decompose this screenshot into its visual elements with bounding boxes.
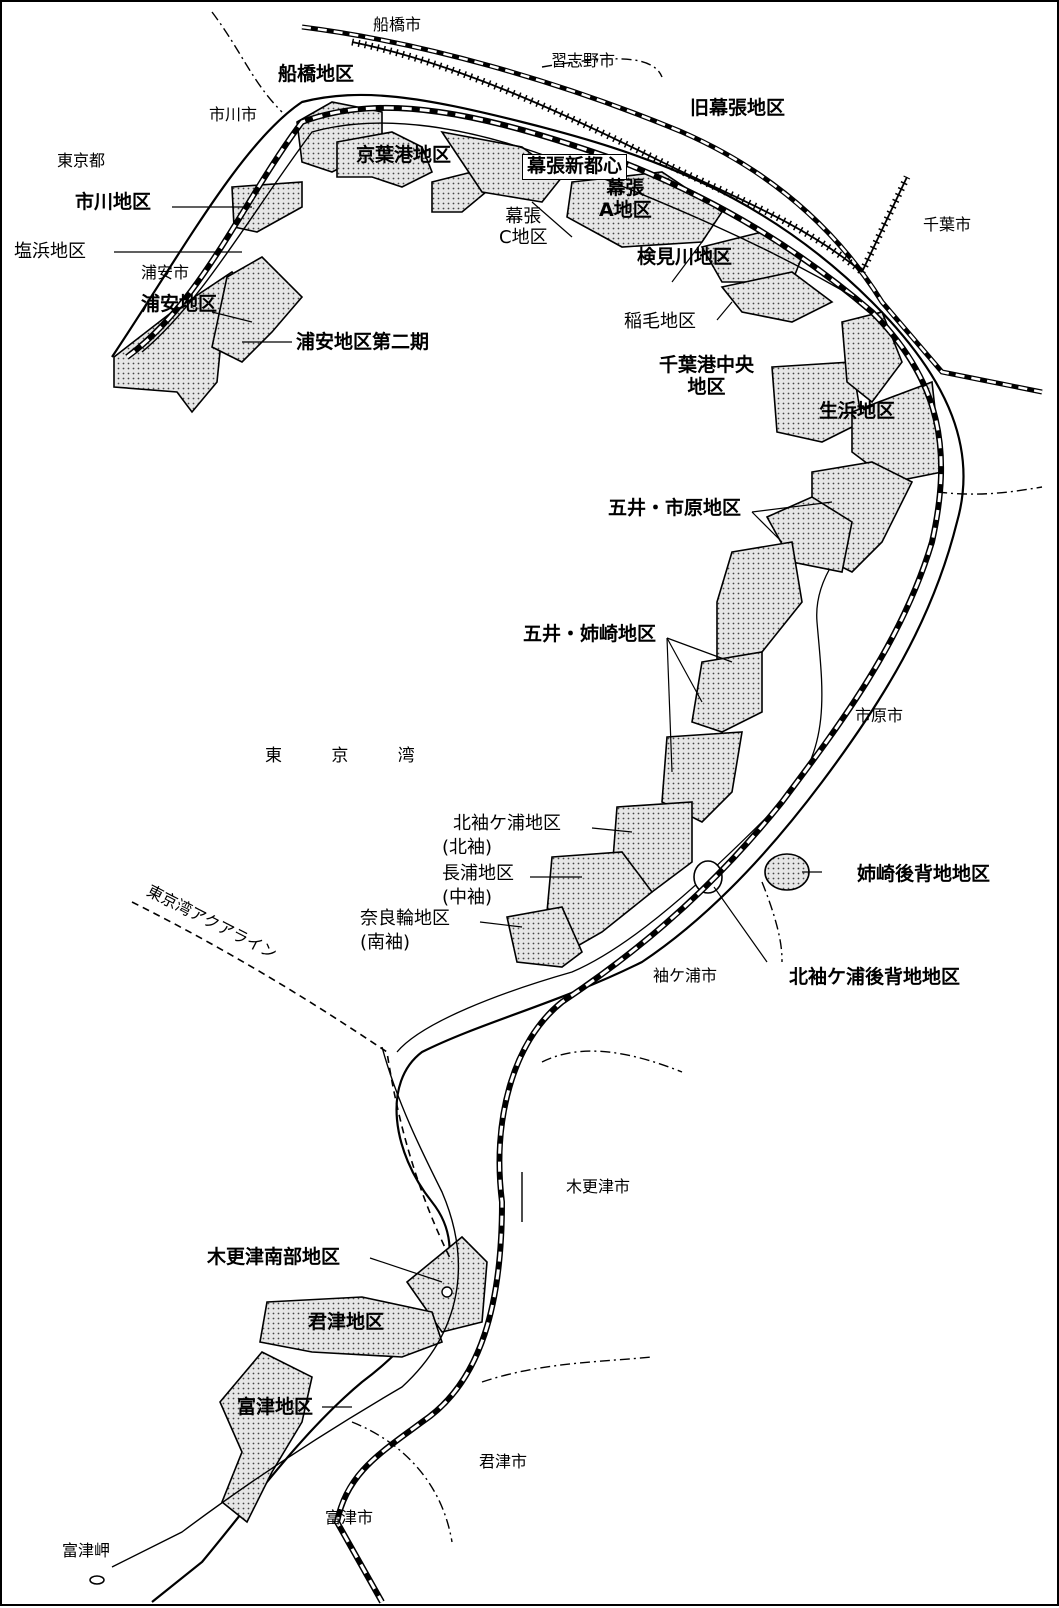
label-makuhari-c-line2: C地区 [499, 226, 548, 248]
area-kitasodegaura-haichi [693, 860, 723, 894]
city-kisarazu: 木更津市 [566, 1177, 631, 1196]
area-makuhari-c [440, 130, 564, 203]
area-ichikawa [231, 181, 303, 233]
city-futtsu: 富津市 [325, 1508, 374, 1527]
label-ikehama: 生浜地区 [819, 400, 896, 422]
label-nakasode: (中袖) [442, 887, 493, 908]
label-anesaki-haichi: 姉崎後背地地区 [857, 863, 991, 885]
label-kemigawa: 検見川地区 [637, 246, 733, 268]
landfill-areas [113, 101, 943, 1524]
futtsu-islet [89, 1575, 105, 1585]
label-narawa: 奈良輪地区 [360, 908, 450, 929]
label-makuhari-c: 幕張 C地区 [499, 206, 548, 248]
label-makuhari-a-line2: A地区 [599, 198, 652, 221]
city-ichikawa: 市川市 [209, 105, 258, 124]
area-ikehama [851, 380, 943, 483]
area-keiyoko [336, 131, 434, 188]
area-urayasu-2 [211, 256, 304, 363]
leader-lines [114, 201, 833, 1408]
label-ichikawa: 市川地区 [75, 191, 152, 213]
area-inage [720, 271, 834, 323]
area-goi-anesaki-1 [716, 541, 803, 663]
label-chibako-chuo: 千葉港中央 地区 [659, 354, 755, 399]
railway-line [125, 104, 945, 1604]
label-makuhari-c-line1: 幕張 [505, 206, 542, 227]
label-makuhari-shintoshin: 幕張新都心 [522, 154, 628, 180]
kisarazu-marker [441, 1286, 453, 1298]
area-kimitsu [259, 1296, 444, 1358]
railway-line-2 [301, 24, 1043, 395]
label-minamisode: (南袖) [360, 932, 411, 953]
city-ichihara: 市原市 [855, 706, 904, 725]
area-goi-anesaki-3 [661, 731, 743, 823]
label-kitasodegaura-haichi: 北袖ケ浦後背地地区 [789, 966, 961, 988]
label-futtsu-misaki: 富津岬 [62, 1541, 111, 1560]
label-chibako-chuo-line2: 地区 [687, 375, 726, 398]
city-urayasu: 浦安市 [141, 263, 190, 282]
city-chiba: 千葉市 [923, 215, 972, 234]
label-kitasode: (北袖) [442, 837, 493, 858]
label-goi-anesaki: 五井・姉崎地区 [523, 623, 657, 645]
area-chibako [771, 361, 863, 443]
city-kimitsu: 君津市 [479, 1452, 528, 1471]
roads [111, 122, 863, 1568]
label-tokyo-bay: 東 京 湾 [265, 746, 437, 766]
label-inage: 稲毛地区 [624, 311, 696, 332]
label-urayasu-2: 浦安地区第二期 [296, 331, 430, 353]
label-kimitsu: 君津地区 [308, 1311, 385, 1333]
area-narawa [506, 906, 583, 968]
label-urayasu: 浦安地区 [141, 293, 218, 315]
city-funabashi: 船橋市 [373, 15, 422, 34]
label-kisarazu-nanbu: 木更津南部地区 [207, 1246, 341, 1268]
label-kyu-makuhari: 旧幕張地区 [690, 97, 786, 119]
label-makuhari-a-line1: 幕張 [606, 177, 645, 199]
aqualine-path [131, 901, 453, 1263]
label-kitasodegaura: 北袖ケ浦地区 [453, 813, 561, 834]
label-goi-ichihara: 五井・市原地区 [608, 497, 742, 519]
label-funabashi: 船橋地区 [278, 63, 355, 85]
private-railway [351, 38, 911, 275]
label-chibako-chuo-line1: 千葉港中央 [659, 354, 755, 376]
label-futtsu: 富津地区 [237, 1396, 314, 1418]
boundaries [211, 11, 1043, 1543]
city-narashino: 習志野市 [551, 51, 616, 70]
label-shiohama: 塩浜地区 [14, 241, 86, 262]
city-sodegaura: 袖ケ浦市 [653, 966, 718, 985]
area-goi-anesaki-2 [691, 651, 763, 733]
label-nagaura: 長浦地区 [442, 863, 514, 884]
city-tokyo: 東京都 [57, 151, 106, 170]
area-futtsu [219, 1351, 313, 1524]
label-makuhari-a: 幕張 A地区 [599, 177, 652, 222]
label-keiyoko: 京葉港地区 [356, 144, 452, 166]
